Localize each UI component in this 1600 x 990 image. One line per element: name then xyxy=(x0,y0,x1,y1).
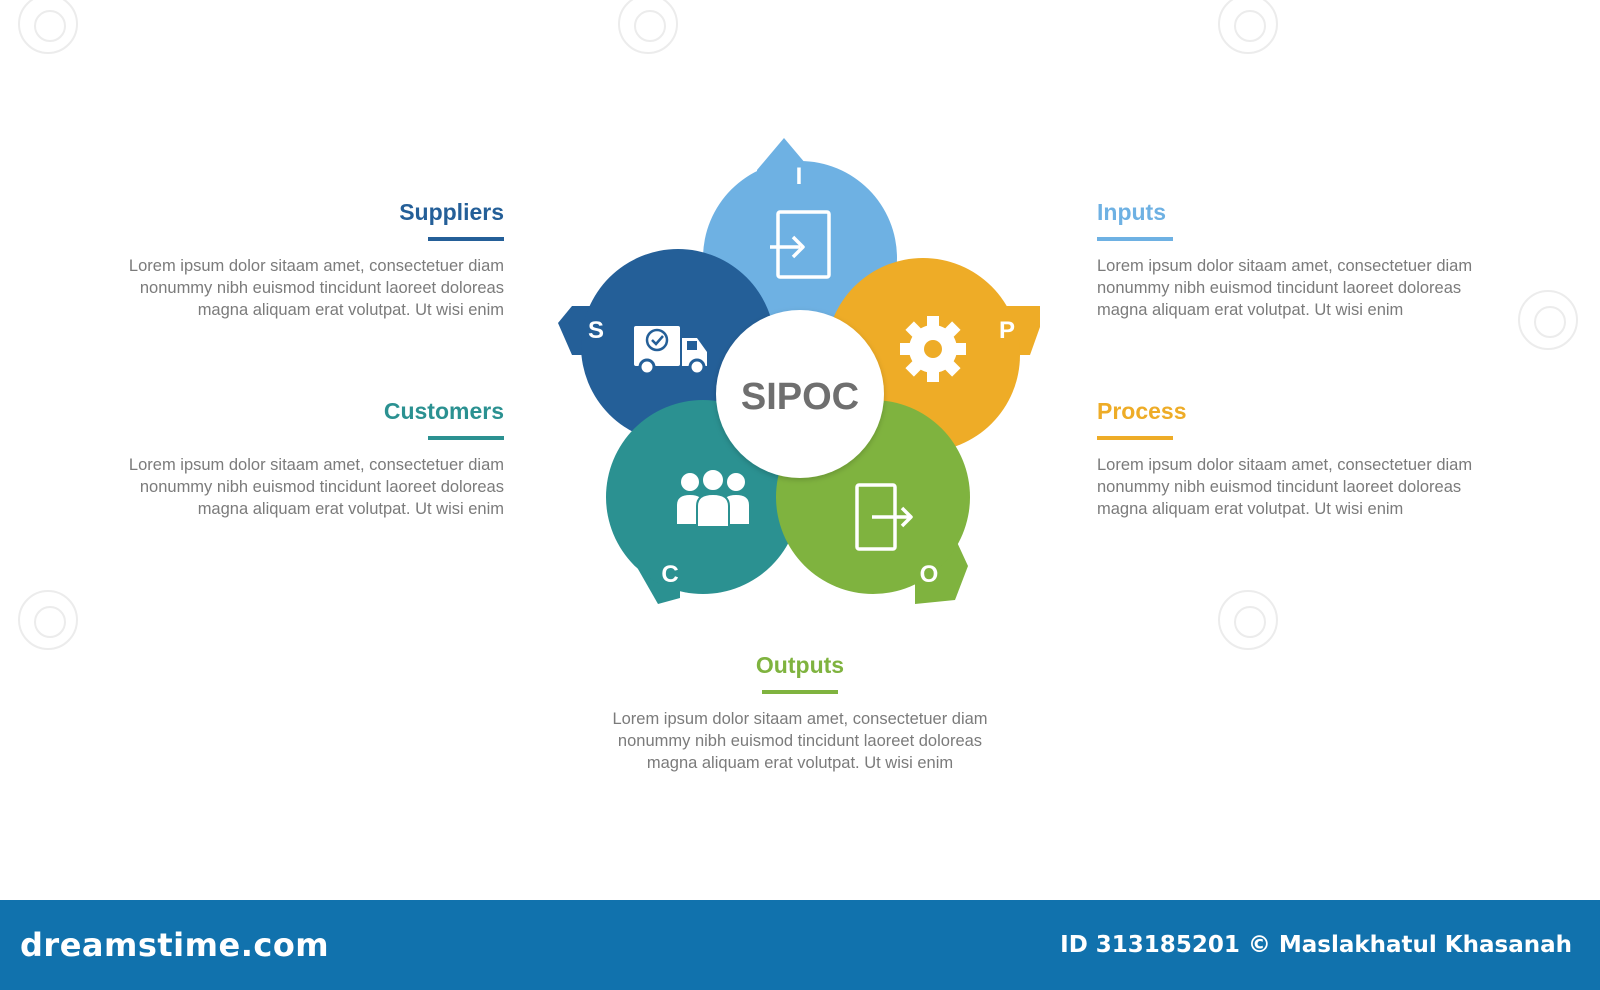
text-line: Lorem ipsum dolor sitaam amet, consectet… xyxy=(128,456,504,474)
suppliers-heading: Suppliers xyxy=(399,199,504,225)
text-line: nonummy nibh euismod tincidunt laoreet d… xyxy=(139,279,504,297)
text-line: Lorem ipsum dolor sitaam amet, consectet… xyxy=(1097,257,1473,275)
watermark-icon xyxy=(1518,290,1578,350)
inputs-block: Inputs Lorem ipsum dolor sitaam amet, co… xyxy=(1097,199,1497,321)
text-line: nonummy nibh euismod tincidunt laoreet d… xyxy=(139,478,504,496)
text-line: magna aliquam erat volutpat. Ut wisi eni… xyxy=(197,301,504,319)
watermark-icon xyxy=(618,0,678,54)
process-block: Process Lorem ipsum dolor sitaam amet, c… xyxy=(1097,398,1497,520)
text-line: nonummy nibh euismod tincidunt laoreet d… xyxy=(1097,478,1462,496)
process-underline xyxy=(1097,436,1173,440)
text-line: magna aliquam erat volutpat. Ut wisi eni… xyxy=(1097,500,1404,518)
outputs-description: Lorem ipsum dolor sitaam amet, consectet… xyxy=(600,708,1000,774)
footer-credit: ID 313185201 © Maslakhatul Khasanah xyxy=(1060,932,1572,958)
watermark-icon xyxy=(1218,590,1278,650)
sign-in-icon xyxy=(770,210,831,279)
footer-brand: dreamstime.com xyxy=(20,926,330,964)
text-line: magna aliquam erat volutpat. Ut wisi eni… xyxy=(1097,301,1404,319)
letter-inputs: I xyxy=(796,163,803,190)
gear-icon xyxy=(900,316,966,382)
text-line: magna aliquam erat volutpat. Ut wisi eni… xyxy=(197,500,504,518)
outputs-heading: Outputs xyxy=(755,652,845,678)
text-line: Lorem ipsum dolor sitaam amet, consectet… xyxy=(612,710,988,728)
customers-heading: Customers xyxy=(383,398,504,424)
suppliers-description: Lorem ipsum dolor sitaam amet, consectet… xyxy=(104,255,504,321)
footer-bar: dreamstime.com ID 313185201 © Maslakhatu… xyxy=(0,900,1600,990)
process-heading: Process xyxy=(1097,398,1187,424)
text-line: magna aliquam erat volutpat. Ut wisi eni… xyxy=(646,754,954,772)
center-circle xyxy=(716,310,884,478)
customers-underline xyxy=(428,436,504,440)
people-group-icon xyxy=(677,468,749,528)
letter-customers: C xyxy=(661,561,678,588)
watermark-icon xyxy=(18,0,78,54)
letter-process: P xyxy=(999,317,1015,344)
text-line: Lorem ipsum dolor sitaam amet, consectet… xyxy=(1097,456,1473,474)
inputs-underline xyxy=(1097,237,1173,241)
process-description: Lorem ipsum dolor sitaam amet, consectet… xyxy=(1097,454,1497,520)
text-line: nonummy nibh euismod tincidunt laoreet d… xyxy=(1097,279,1462,297)
sipoc-diagram: SIPOC I S P C O xyxy=(558,138,1040,604)
sign-out-icon xyxy=(855,483,913,551)
text-line: nonummy nibh euismod tincidunt laoreet d… xyxy=(617,732,983,750)
suppliers-underline xyxy=(428,237,504,241)
watermark-icon xyxy=(1218,0,1278,54)
text-line: Lorem ipsum dolor sitaam amet, consectet… xyxy=(128,257,504,275)
truck-check-icon xyxy=(634,326,707,376)
suppliers-block: Suppliers Lorem ipsum dolor sitaam amet,… xyxy=(104,199,504,321)
customers-block: Customers Lorem ipsum dolor sitaam amet,… xyxy=(104,398,504,520)
outputs-underline xyxy=(762,690,838,694)
watermark-icon xyxy=(18,590,78,650)
letter-outputs: O xyxy=(920,561,939,588)
inputs-description: Lorem ipsum dolor sitaam amet, consectet… xyxy=(1097,255,1497,321)
center-title: SIPOC xyxy=(741,376,859,418)
inputs-heading: Inputs xyxy=(1097,199,1166,225)
letter-suppliers: S xyxy=(588,317,604,344)
outputs-block: Outputs Lorem ipsum dolor sitaam amet, c… xyxy=(600,652,1000,774)
customers-description: Lorem ipsum dolor sitaam amet, consectet… xyxy=(104,454,504,520)
